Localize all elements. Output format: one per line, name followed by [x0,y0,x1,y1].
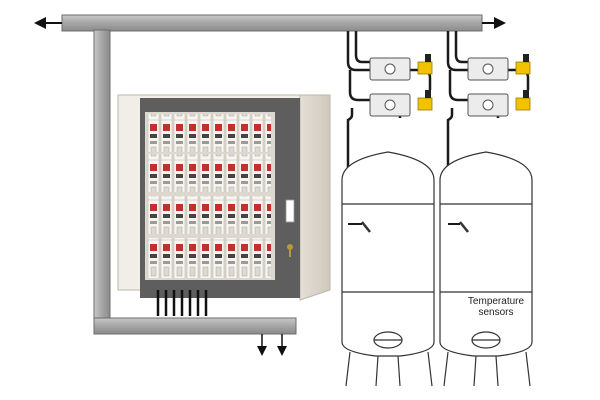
actuator-yellow [417,61,433,75]
key-icon [287,244,293,257]
arrow-right-icon [494,17,506,29]
arrow-left-icon [34,17,46,29]
arrow-down-icon [257,346,267,356]
actuator-yellow [417,97,433,111]
valve-icon [369,57,411,81]
arrow-down-icon [277,346,287,356]
controller-row-2 [147,154,271,192]
temperature-sensors-label: Temperature sensors [458,296,534,318]
return-pipe [93,29,297,348]
sensor-label-line-2: sensors [478,307,514,318]
tank-left [341,151,435,387]
tank-right [439,151,533,387]
controller-row-1 [147,114,271,152]
valve-icon [467,93,509,117]
main-header-pipe [40,14,500,32]
valve-icon [369,93,411,117]
valve-icon [467,57,509,81]
controller-row-3 [147,196,271,234]
cable-bundle [156,290,208,316]
controller-cabinet [117,94,331,301]
actuator-yellow [515,61,531,75]
valve-group-right [446,31,531,224]
actuator-yellow [515,97,531,111]
sensor-label-line-1: Temperature [467,296,525,307]
controller-row-4 [147,238,271,278]
valve-group-left [346,31,433,224]
